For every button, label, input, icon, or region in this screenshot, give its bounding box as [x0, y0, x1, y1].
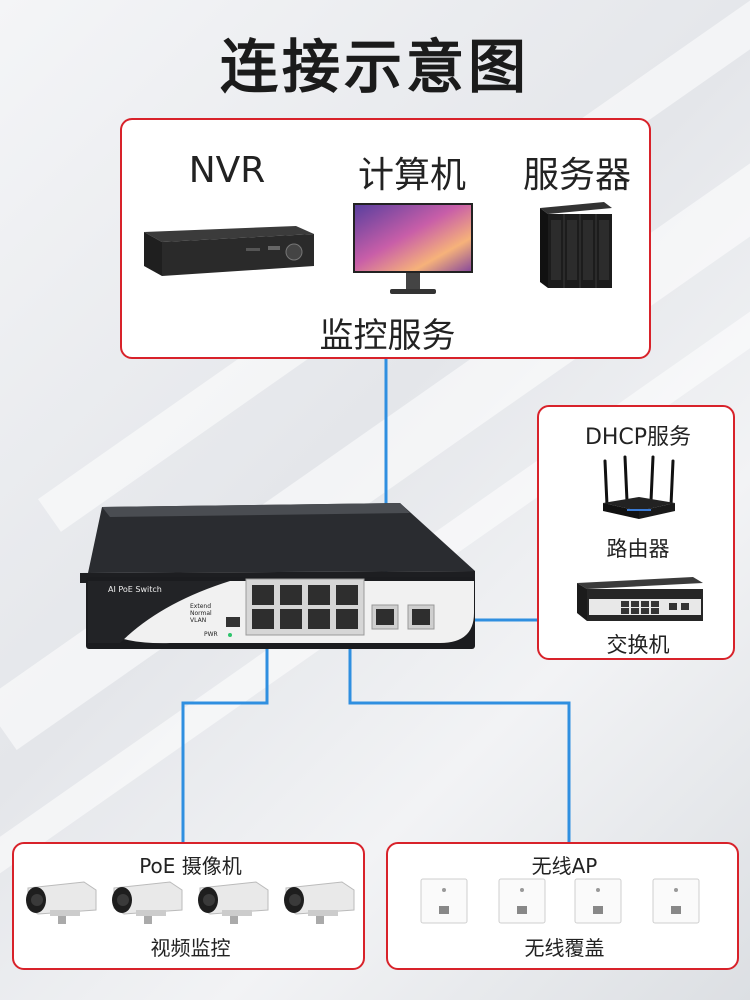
nvr-device-icon [144, 226, 314, 276]
cameras-title: PoE 摄像机 [139, 854, 242, 878]
ap-caption: 无线覆盖 [524, 936, 605, 960]
bullet-camera-icon [26, 881, 97, 924]
monitoring-services-panel: NVR 计算机 服务器 [120, 118, 651, 359]
bullet-camera-icon [198, 881, 269, 924]
nvr-label: NVR [188, 150, 266, 191]
dhcp-title: DHCP服务 [584, 425, 692, 450]
computer-label: 计算机 [357, 155, 466, 196]
poe-switch-device: AI PoE Switch Extend Normal VLAN PWR [80, 503, 480, 653]
switch-pwr-label: PWR [204, 631, 218, 638]
router-icon [603, 455, 675, 519]
cable-to-ap [348, 628, 571, 842]
server-label: 服务器 [522, 155, 631, 196]
bullet-camera-icon [284, 881, 355, 924]
bullet-camera-icon [112, 881, 183, 924]
monitoring-caption: 监控服务 [319, 316, 456, 356]
ap-title: 无线AP [531, 854, 598, 878]
wall-ap-icon [652, 878, 700, 924]
cameras-caption: 视频监控 [150, 936, 231, 960]
router-label: 路由器 [606, 537, 670, 561]
switch-mode-normal: Normal [190, 610, 212, 617]
switch-label: 交换机 [606, 633, 670, 657]
switch-mode-vlan: VLAN [190, 617, 207, 624]
cable-to-cameras [181, 628, 269, 842]
server-rack-icon [540, 202, 612, 288]
wall-ap-icon [420, 878, 468, 924]
dhcp-services-panel: DHCP服务 路由器 交换机 [537, 405, 735, 660]
computer-monitor-icon [353, 203, 473, 294]
small-switch-icon [577, 577, 703, 621]
page-title: 连接示意图 [219, 33, 530, 101]
switch-mode-extend: Extend [190, 603, 211, 610]
wall-ap-icon [574, 878, 622, 924]
wall-ap-icon [498, 878, 546, 924]
switch-brand-text: AI PoE Switch [108, 585, 162, 594]
